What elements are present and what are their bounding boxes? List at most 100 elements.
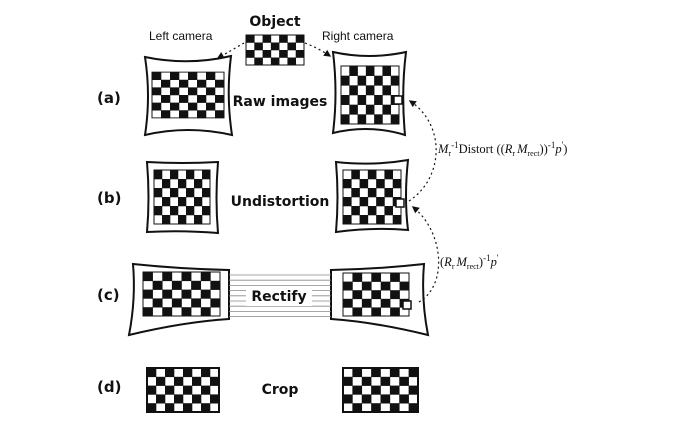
checker-square: [186, 170, 195, 180]
left-camera-label: Left camera: [149, 29, 213, 43]
checker-square: [161, 110, 171, 119]
checker-square: [270, 42, 280, 51]
checker-square: [343, 179, 352, 189]
checker-square: [343, 394, 353, 404]
checker-square: [365, 66, 375, 76]
step-rectify: Rectify: [251, 289, 306, 305]
checker-square: [162, 307, 173, 317]
checker-square: [188, 102, 198, 111]
point-marker-b: [395, 198, 405, 208]
checker-square: [371, 290, 382, 300]
checker-square: [254, 42, 263, 51]
checker-square: [165, 368, 175, 378]
checker-square: [367, 206, 377, 216]
checker-square: [143, 289, 153, 299]
checker-square: [197, 95, 207, 103]
checker-square: [181, 307, 192, 317]
checker-square: [147, 368, 157, 378]
checker-square: [210, 376, 220, 386]
checker-square: [389, 385, 400, 395]
checker-square: [154, 206, 163, 216]
checker-square: [202, 170, 211, 180]
checker-square: [152, 87, 162, 96]
checker-square: [246, 35, 255, 43]
checker-square: [192, 394, 202, 404]
checker-square: [352, 307, 363, 317]
checker-square: [367, 188, 377, 198]
checker-square: [279, 35, 288, 43]
checker-square: [352, 385, 363, 395]
checker-square: [349, 66, 358, 76]
checker-square: [161, 95, 171, 103]
checker-square: [152, 280, 163, 290]
checker-square: [392, 215, 402, 225]
checker-square: [194, 215, 203, 225]
checker-square: [152, 102, 162, 111]
checker-square: [170, 170, 179, 180]
checker-square: [178, 197, 187, 207]
checker-square: [382, 104, 392, 115]
checker-square: [179, 95, 189, 103]
checker-square: [279, 50, 288, 58]
checker-square: [178, 215, 187, 225]
checker-square: [200, 289, 211, 299]
checker-square: [188, 72, 198, 81]
checker-square: [343, 215, 352, 225]
checker-square: [408, 368, 419, 378]
right-undistorted-image: [334, 158, 410, 234]
checker-square: [171, 280, 182, 290]
checker-square: [183, 368, 193, 378]
checker-square: [343, 197, 352, 207]
checker-square: [390, 114, 400, 125]
checker-square: [179, 110, 189, 119]
checker-square: [376, 179, 385, 189]
checker-square: [206, 87, 216, 96]
right-raw-image: [331, 50, 408, 137]
checker-square: [178, 179, 187, 189]
checker-square: [154, 188, 163, 198]
checker-square: [287, 57, 297, 66]
checker-square: [162, 272, 173, 282]
checker-square: [262, 35, 272, 43]
left-cropped-image: [146, 367, 220, 413]
checker-border: [151, 71, 225, 119]
checker-square: [365, 85, 375, 96]
checker-border: [153, 169, 211, 225]
checker-square: [246, 50, 255, 58]
checker-border: [340, 65, 400, 125]
step-raw-images: Raw images: [233, 94, 328, 110]
checker-square: [210, 298, 221, 308]
checker-square: [351, 188, 360, 198]
checker-border: [342, 169, 402, 225]
object-to-left-arrow: [216, 42, 245, 59]
checker-square: [351, 206, 360, 216]
checker-square: [201, 385, 211, 395]
checker-square: [380, 281, 391, 291]
checker-square: [181, 289, 192, 299]
checker-square: [365, 104, 375, 115]
checker-square: [183, 385, 193, 395]
row-label-a: (a): [97, 89, 121, 107]
checker-square: [380, 376, 391, 386]
checker-square: [371, 368, 381, 378]
checker-square: [374, 95, 383, 105]
checker-square: [197, 110, 207, 119]
checker-square: [349, 104, 358, 115]
checker-square: [384, 170, 394, 180]
checker-square: [165, 385, 175, 395]
checker-square: [399, 376, 409, 386]
checker-square: [343, 298, 353, 308]
checker-square: [170, 206, 179, 216]
checker-square: [206, 102, 216, 111]
checker-square: [210, 394, 220, 404]
checker-square: [200, 307, 211, 317]
checker-square: [215, 95, 225, 103]
checker-square: [287, 42, 297, 51]
checker-border: [245, 34, 305, 66]
checker-square: [361, 298, 372, 308]
checker-square: [143, 307, 153, 317]
checker-square: [371, 385, 381, 395]
checker-square: [361, 281, 372, 291]
row-label-b: (b): [97, 189, 121, 207]
